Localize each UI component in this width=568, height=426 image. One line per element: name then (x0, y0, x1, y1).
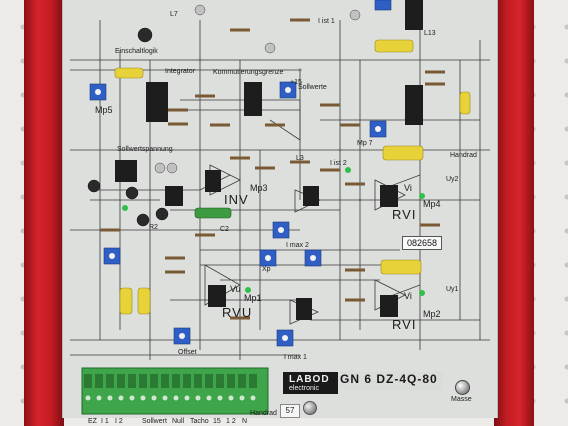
label-kommutierungsgrenze: Kommutierungsgrenze (213, 69, 284, 76)
serial-sticker: 082658 (402, 236, 442, 250)
cap-yellow-bottom-left (119, 287, 133, 315)
label-mp3: Mp3 (250, 183, 268, 193)
label-uy1: Uy1 (446, 286, 459, 293)
model-number: GN 6 DZ-4Q-80 (340, 372, 443, 390)
label-rvi-top: RVI (392, 207, 417, 222)
terminal-label-i1: I 1 (101, 418, 109, 425)
cap-yellow-mid-right (382, 145, 424, 161)
label-offset: Offset (178, 349, 197, 356)
label-mp4: Mp4 (423, 199, 441, 209)
label-ist1: I ist 1 (318, 18, 335, 25)
label-mp1: Mp1 (244, 293, 262, 303)
brand-subtitle: electronic (289, 385, 319, 392)
label-l3: L3 (296, 155, 304, 162)
brand-name: LABOD (289, 374, 330, 385)
label-mp5: Mp5 (95, 105, 113, 115)
ic-rvi-bottom (380, 295, 398, 317)
label-vi-bottom: Vi (404, 291, 412, 301)
ic-top-right (405, 0, 423, 30)
ic-rvi-small (303, 186, 319, 206)
label-c2: C2 (220, 226, 229, 233)
label-sollwerte: Sollwerte (298, 84, 327, 91)
ic-bottom-mid (296, 298, 312, 320)
cap-yellow-top-left (114, 67, 144, 79)
ic-inv (205, 170, 221, 192)
label-mp7: Mp 7 (357, 140, 373, 147)
label-vi-top: Vi (404, 183, 412, 193)
terminal-label-n: N (242, 418, 248, 425)
red-frame-left (24, 0, 64, 426)
ic-mid (165, 186, 183, 206)
terminal-label-15: 15 (213, 418, 221, 425)
label-l13: L13 (424, 30, 436, 37)
label-uy2: Uy2 (446, 176, 459, 183)
cap-yellow-bottom-left-2 (137, 287, 151, 315)
terminal-label-12: 1 2 (226, 418, 236, 425)
label-ist2: I ist 2 (330, 160, 347, 167)
label-handrad: Handrad (450, 152, 477, 159)
red-frame-right (494, 0, 534, 426)
terminal-label-sollwert: Sollwert (142, 418, 167, 425)
label-sollwertspannung: Sollwertspannung (117, 146, 173, 153)
labod-logo: LABOD electronic (283, 372, 338, 394)
ic-integrator (146, 82, 168, 122)
label-imax2: I max 2 (286, 242, 309, 249)
trimmer-top (374, 0, 392, 11)
label-xp: Xp (262, 266, 271, 273)
ic-rvu (208, 285, 226, 307)
masse-knob (455, 380, 470, 395)
cap-green-mid (194, 207, 232, 219)
label-rvi-bottom: RVI (392, 317, 417, 332)
cap-yellow-top-right (374, 39, 414, 53)
label-l7: L7 (170, 11, 178, 18)
terminal-label-null: Null (172, 418, 185, 425)
label-masse: Masse (451, 396, 472, 403)
cap-yellow-far-right (459, 91, 471, 115)
terminal-label-tacho: Tacho (190, 418, 209, 425)
terminal-label-i2: I 2 (115, 418, 123, 425)
label-einschaltlogik: Einschaltlogik (115, 48, 158, 55)
terminal-label-ez: EZ (88, 418, 97, 425)
label-rvu: RVU (222, 305, 253, 320)
label-imax1: I max 1 (284, 354, 307, 361)
terminal-label-handrad: Handrad (250, 410, 277, 417)
label-integrator: Integrator (165, 68, 195, 75)
ic-right-top (405, 85, 423, 125)
label-mp2: Mp2 (423, 309, 441, 319)
label-vu: Vu (230, 284, 241, 294)
cap-yellow-bottom-right (380, 259, 422, 275)
terminal-strip (81, 367, 269, 415)
number-tag: 57 (280, 404, 300, 418)
ic-rvi-top (380, 185, 398, 207)
label-plus15: +15 (290, 79, 302, 86)
ic-sollwert (115, 160, 137, 182)
label-r2: R2 (149, 224, 158, 231)
screw (303, 401, 317, 415)
ic-kommutierung (244, 82, 262, 116)
label-inv: INV (224, 192, 249, 207)
